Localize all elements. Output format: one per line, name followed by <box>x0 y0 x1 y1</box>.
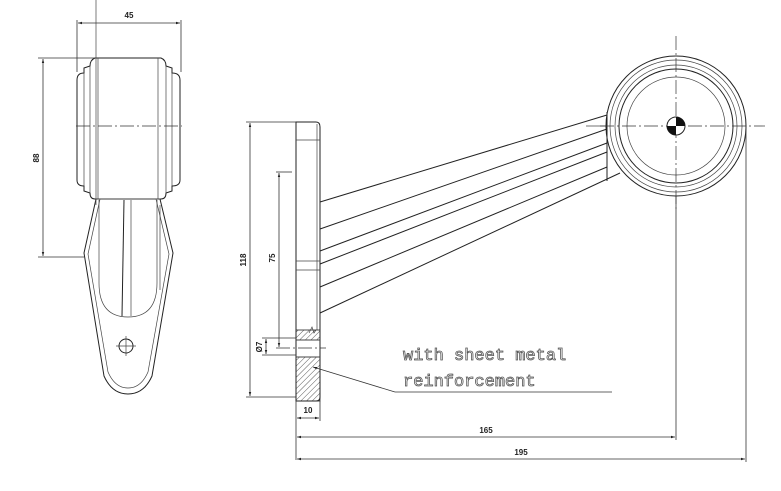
dim-195-label: 195 <box>514 448 528 457</box>
reinforcement-note: with sheet metal reinforcement <box>312 347 612 393</box>
dimension-height-88: 88 <box>32 57 95 258</box>
center-mark-icon <box>666 116 686 136</box>
dim-10-label: 10 <box>304 406 313 415</box>
dimension-length-195: 195 <box>297 128 747 462</box>
hatched-section-upper <box>295 329 321 341</box>
lamp-head <box>600 36 765 210</box>
dimension-width-45: 45 <box>76 11 182 72</box>
dimension-height-118: 118 <box>239 121 296 398</box>
dimension-length-165: 165 <box>297 196 677 440</box>
dimension-hole-7: Ø7 <box>255 337 296 356</box>
dimension-spacing-75: 75 <box>268 171 292 347</box>
side-view: 118 75 Ø7 10 165 <box>239 36 765 462</box>
lamp-housing-front <box>76 57 182 200</box>
dim-7-label: Ø7 <box>255 341 264 352</box>
front-view: 45 88 <box>32 0 182 395</box>
dimension-thickness-10: 10 <box>295 401 321 460</box>
base-plate <box>276 121 326 402</box>
bracket-front <box>83 0 174 395</box>
note-line-2: reinforcement <box>403 373 536 392</box>
note-line-1: with sheet metal <box>403 347 566 366</box>
hatched-section-lower <box>295 356 321 402</box>
dim-165-label: 165 <box>479 426 493 435</box>
dim-88-label: 88 <box>32 153 41 162</box>
dim-75-label: 75 <box>268 253 277 262</box>
arm-ribs <box>319 112 621 314</box>
dim-118-label: 118 <box>239 253 248 266</box>
dim-45-label: 45 <box>125 11 134 20</box>
